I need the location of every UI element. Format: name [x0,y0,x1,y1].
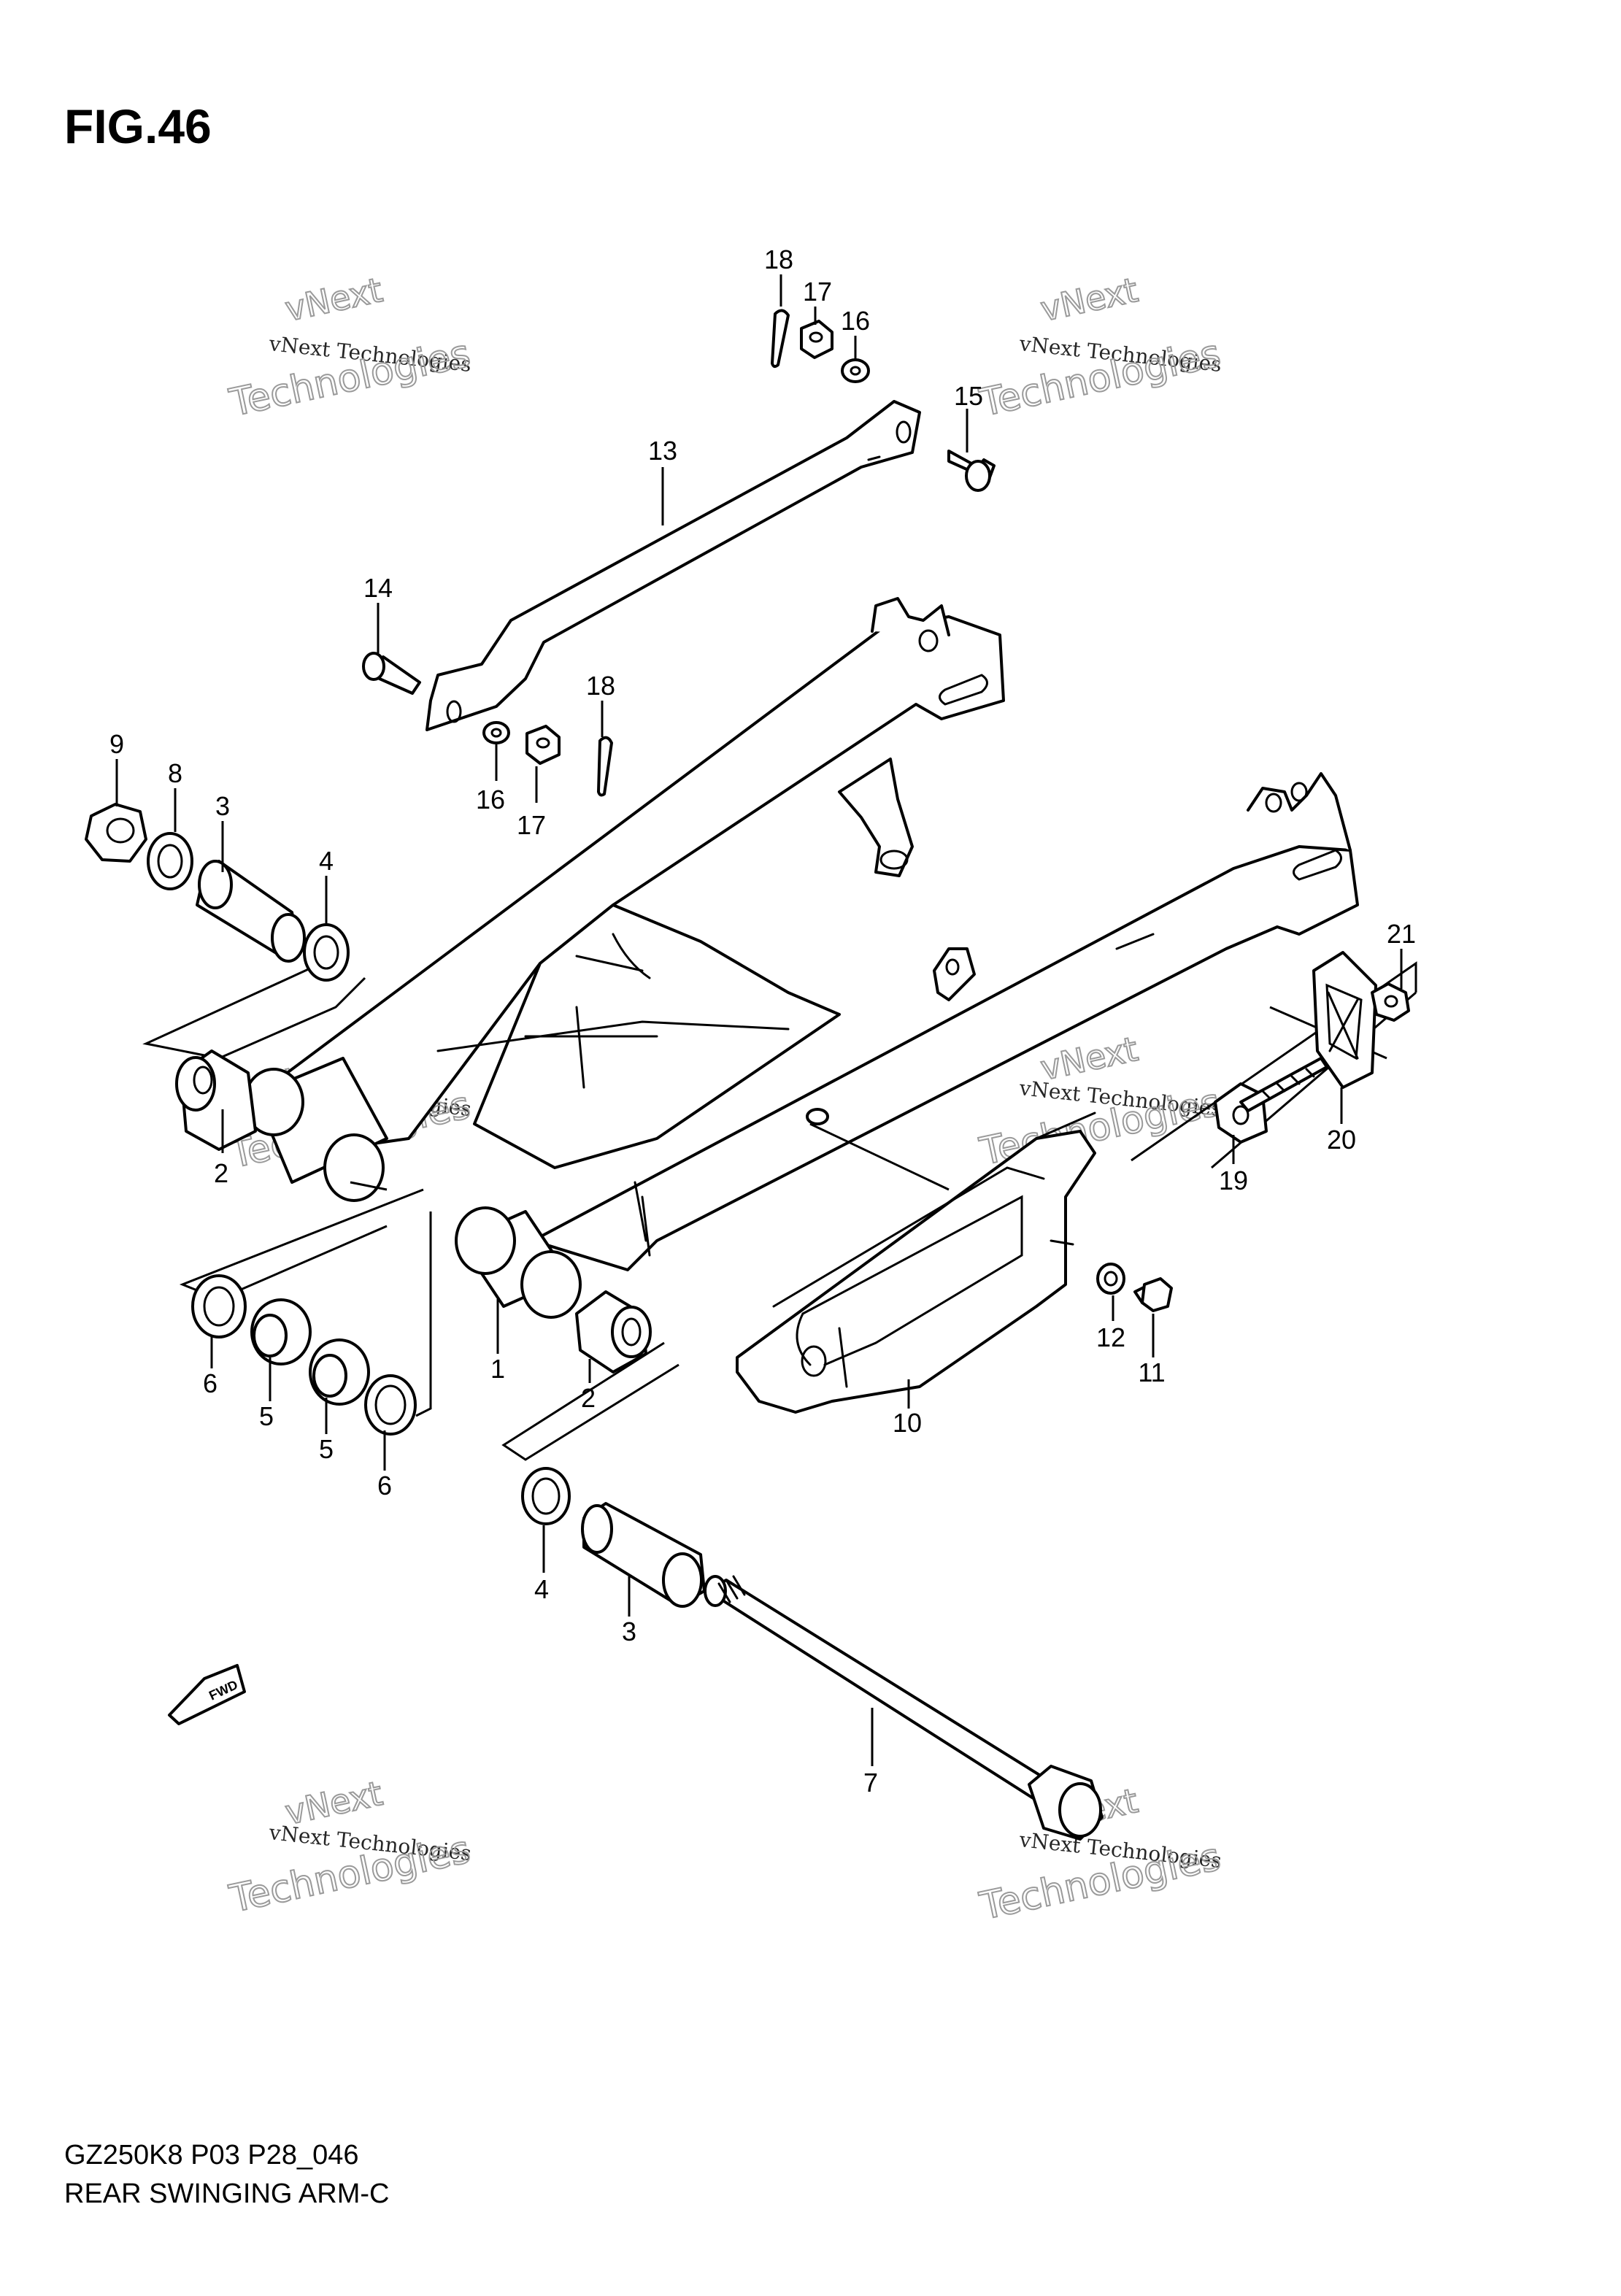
part-6-seal-left [191,1274,247,1338]
callout-6-left: 6 [203,1368,217,1398]
callout-4-upper: 4 [319,846,334,876]
watermark-vnext: vNext [282,270,386,329]
watermark-top-left: vNext vNext Technologies Technologies [225,269,474,426]
part-4-washer-upper [303,923,350,982]
callout-17-top: 17 [803,277,832,307]
part-3-bushing-upper [196,860,306,963]
part-18-cotter-pin-lower [597,736,613,797]
callout-1: 1 [490,1354,505,1384]
callout-5-left: 5 [259,1401,274,1431]
callout-19: 19 [1219,1166,1248,1195]
watermark-vnext: vNext [1037,270,1141,329]
part-1-swinging-arm [243,597,1359,1319]
callout-14: 14 [363,573,393,603]
callout-leaders [115,274,1403,1766]
part-5-bearing-right [309,1338,370,1406]
callout-20: 20 [1327,1125,1356,1155]
footer-caption: REAR SWINGING ARM-C [64,2178,389,2209]
callout-18-lower: 18 [586,671,615,701]
part-7-pivot-shaft [704,1575,1104,1841]
part-clip-small [806,1108,829,1125]
watermark-top-right: vNext vNext Technologies Technologies [975,269,1225,426]
callout-2-lower: 2 [581,1383,596,1413]
part-16-washer-lower [482,721,510,744]
callout-5-right: 5 [319,1434,334,1464]
part-21-nut [1371,982,1410,1022]
callout-4-lower: 4 [534,1574,549,1604]
callout-16-top: 16 [841,306,870,336]
part-2-bushing-upper [175,1049,257,1151]
part-17-nut-top [800,320,833,359]
callout-3-lower: 3 [622,1617,636,1646]
part-17-nut-lower [525,725,561,765]
part-9-nut [85,803,147,863]
footer-model-code: GZ250K8 P03 P28_046 [64,2140,359,2170]
callout-7: 7 [863,1768,878,1798]
part-11-bolt [1133,1277,1173,1312]
part-20-rubber-pad [1312,951,1377,1089]
part-14-bolt [362,652,421,695]
callout-17-lower: 17 [517,810,546,840]
callout-labels: 18 17 16 15 13 14 18 16 17 9 8 3 4 21 2 … [109,244,1416,1798]
watermark-bottom-left: vNext vNext Technologies Technologies [225,1773,474,1922]
part-4-washer-lower [521,1467,571,1525]
callout-18-top: 18 [764,244,793,274]
part-3-bushing-lower [581,1502,706,1608]
callout-8: 8 [168,758,182,788]
callout-13: 13 [648,436,677,466]
callout-2-upper: 2 [214,1158,228,1188]
part-19-adjuster [1214,1057,1328,1144]
callout-9: 9 [109,729,124,759]
callout-11: 11 [1138,1357,1165,1387]
callout-12: 12 [1096,1322,1125,1352]
callout-16-lower: 16 [476,785,505,814]
part-18-cotter-pin-top [771,309,790,369]
part-13-brace [426,400,921,731]
part-12-collar [1096,1263,1125,1295]
part-10-chain-case [736,1112,1096,1414]
part-15-bolt [947,450,996,492]
callout-10: 10 [893,1408,922,1438]
part-5-bearing-left [250,1298,312,1365]
callout-15: 15 [954,381,983,411]
figure-title: FIG.46 [64,99,212,153]
part-16-washer-top [841,358,870,383]
part-8-washer [147,832,193,890]
callout-6-right: 6 [377,1471,392,1501]
callout-21: 21 [1387,919,1416,949]
callout-3-upper: 3 [215,791,230,821]
fwd-direction-marker: FWD [168,1664,246,1725]
part-2-bushing-lower [575,1290,652,1374]
part-6-seal-right [364,1374,417,1436]
